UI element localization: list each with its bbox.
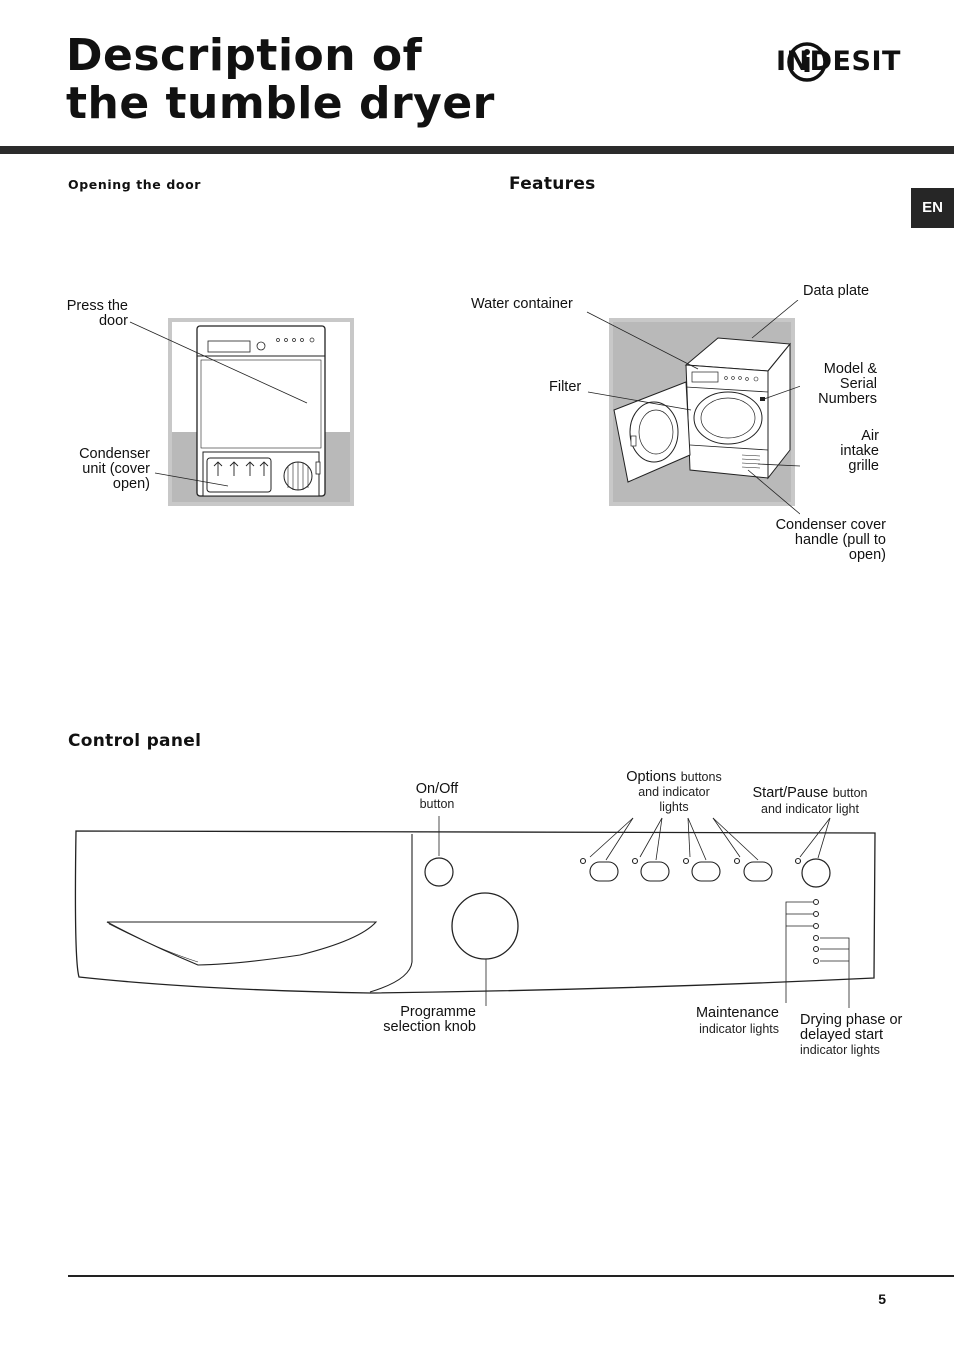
model-serial-label: Model & Serial Numbers [780, 362, 877, 407]
programme-knob-line-1: Programme [400, 1004, 476, 1020]
condenser-cover-line-2: handle (pull to [794, 532, 886, 548]
start-pause-label: Start/Pause button and indicator light [740, 785, 880, 817]
programme-knob-icon [451, 892, 519, 960]
options-title: Options [626, 769, 677, 785]
press-door-line-1: Press the [66, 298, 128, 314]
open-dryer-illustration [586, 300, 800, 515]
start-pause-title: Start/Pause [752, 785, 829, 801]
programme-knob-line-2: selection knob [383, 1019, 476, 1035]
header-rule [0, 146, 954, 154]
maintenance-sub: indicator lights [699, 1022, 779, 1036]
drying-phase-label: Drying phase or delayed start indicator … [800, 1013, 950, 1058]
condenser-unit-line-1: Condenser [79, 446, 150, 462]
start-pause-sub: and indicator light [761, 802, 859, 816]
model-serial-line-3: Numbers [818, 391, 877, 407]
control-panel-diagram [74, 816, 876, 1008]
page-number: 5 [878, 1291, 886, 1307]
drying-phase-title-1: Drying phase or [800, 1012, 903, 1028]
indesit-logo-icon [787, 42, 827, 82]
front-dryer-illustration [129, 318, 354, 506]
title-line-2: the tumble dryer [66, 78, 495, 129]
options-sub-1: and indicator [638, 785, 710, 799]
options-sub-2: lights [659, 800, 689, 814]
condenser-unit-label: Condenser unit (cover open) [40, 447, 150, 492]
brand-name: INDESIT [776, 46, 901, 77]
air-intake-line-1: Air [861, 428, 879, 444]
model-serial-line-1: Model & [823, 361, 877, 377]
opening-door-heading: Opening the door [68, 177, 202, 192]
condenser-cover-line-3: open) [848, 547, 886, 563]
filter-label: Filter [549, 379, 582, 395]
features-heading: Features [509, 174, 596, 194]
air-intake-line-3: grille [848, 458, 879, 474]
maintenance-label: Maintenance indicator lights [660, 1005, 779, 1037]
maintenance-title: Maintenance [695, 1005, 779, 1021]
on-off-sub: button [419, 797, 455, 811]
title-line-1: Description of [66, 30, 423, 81]
page-title: Description of the tumble dryer [66, 32, 495, 128]
condenser-unit-line-2: unit (cover [82, 461, 150, 477]
language-tab: EN [911, 188, 954, 228]
press-door-label: Press the door [30, 299, 128, 329]
programme-knob-label: Programme selection knob [350, 1005, 476, 1035]
footer-rule [68, 1275, 954, 1277]
air-intake-label: Air intake grille [800, 429, 879, 474]
drying-phase-title-2: delayed start [800, 1027, 884, 1043]
options-title-suffix: buttons [680, 770, 722, 784]
condenser-cover-line-1: Condenser cover [775, 517, 886, 533]
air-intake-line-2: intake [840, 443, 879, 459]
on-off-label: On/Off button [407, 781, 467, 811]
press-door-line-2: door [98, 313, 128, 329]
data-plate-label: Data plate [803, 283, 870, 299]
water-container-label: Water container [471, 296, 573, 312]
on-off-button-icon [424, 857, 454, 887]
start-pause-button-icon [801, 858, 831, 888]
condenser-cover-label: Condenser cover handle (pull to open) [740, 518, 886, 563]
control-panel-heading: Control panel [68, 731, 202, 751]
options-label: Options buttons and indicator lights [604, 769, 744, 815]
drying-phase-sub: indicator lights [800, 1043, 880, 1057]
model-serial-line-2: Serial [839, 376, 877, 392]
condenser-unit-line-3: open) [112, 476, 150, 492]
start-pause-title-suffix: button [832, 786, 868, 800]
on-off-title: On/Off [415, 781, 459, 797]
